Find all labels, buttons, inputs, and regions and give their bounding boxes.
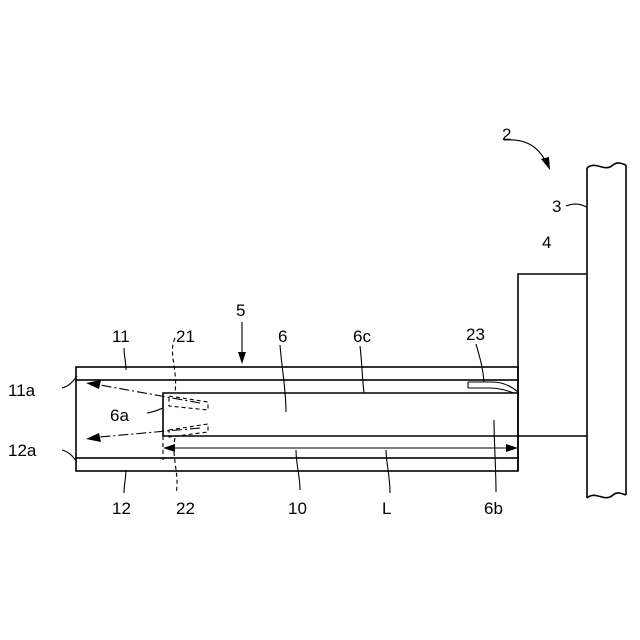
element-23	[468, 382, 518, 393]
label-12a: 12a	[8, 441, 37, 460]
bracket-4	[518, 274, 587, 471]
label-2: 2	[502, 125, 511, 144]
dimension-L	[163, 436, 518, 460]
tube-5	[76, 367, 518, 471]
label-3: 3	[552, 197, 561, 216]
label-5: 5	[236, 301, 245, 320]
dashed-parts	[169, 338, 208, 493]
label-11a: 11a	[8, 381, 36, 400]
label-6b: 6b	[484, 499, 503, 518]
label-21: 21	[176, 327, 195, 346]
arrow-head-upper	[86, 380, 101, 389]
label-10: 10	[288, 499, 307, 518]
flow-arrows	[86, 380, 200, 442]
label-22: 22	[176, 499, 195, 518]
reference-labels: 2 3 4 5 11 21 6 6c 23 11a 6a 12a 12 22 1…	[8, 125, 561, 518]
label-6a: 6a	[110, 406, 129, 425]
label-23: 23	[466, 325, 485, 344]
wall-3	[587, 163, 626, 498]
arrow-head-lower	[86, 433, 101, 442]
upper-wall-11	[76, 367, 518, 380]
label-6: 6	[278, 327, 287, 346]
label-L: L	[382, 499, 391, 518]
label-4: 4	[542, 233, 551, 252]
member-6	[163, 393, 587, 436]
leader-lines	[62, 140, 587, 493]
label-6c: 6c	[353, 327, 371, 346]
label-12: 12	[112, 499, 131, 518]
label-11: 11	[112, 327, 130, 346]
